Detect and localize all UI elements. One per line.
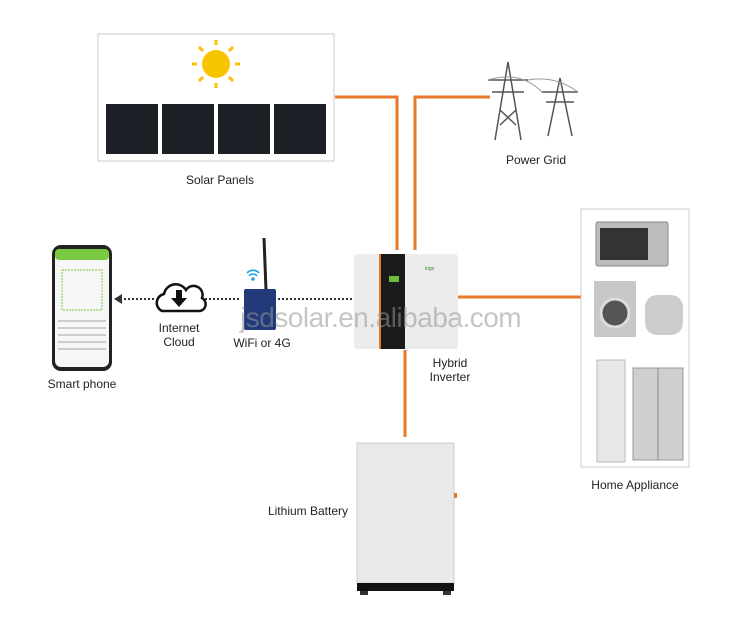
home-appliances-picture xyxy=(580,208,690,468)
inverter-logo: logo xyxy=(425,266,435,272)
lithium-battery-label: Lithium Battery xyxy=(267,504,349,518)
home-appliance-label: Home Appliance xyxy=(591,478,679,492)
arrow-left-icon xyxy=(114,294,122,304)
internet-cloud-line1: Internet xyxy=(158,321,200,335)
smart-phone-label: Smart phone xyxy=(47,377,117,391)
lithium-battery-picture xyxy=(356,442,457,595)
hybrid-inverter-line1: Hybrid xyxy=(432,356,468,370)
grid-to-inverter-line xyxy=(413,95,490,250)
internet-cloud-line2: Cloud xyxy=(163,335,195,349)
rice-cooker-icon xyxy=(645,295,683,335)
wifi-router-picture xyxy=(244,237,276,330)
power-lines xyxy=(335,95,581,437)
pv-modules xyxy=(106,104,326,154)
hybrid-inverter-line2: Inverter xyxy=(429,370,471,384)
solar-panels-label: Solar Panels xyxy=(185,173,255,187)
solar-panels-picture xyxy=(97,33,335,162)
sun-icon xyxy=(192,40,240,88)
air-conditioner-icon xyxy=(596,359,626,463)
power-tower-icon xyxy=(487,61,579,141)
wifi-icon xyxy=(246,269,260,281)
wifi-label: WiFi or 4G xyxy=(233,336,291,350)
internet-cloud-label: Internet Cloud xyxy=(148,321,210,349)
hybrid-inverter-picture: logo xyxy=(354,254,458,349)
cloud-download-icon xyxy=(155,283,207,313)
watermark: jsdsolar.en.alibaba.com xyxy=(240,302,522,333)
smartphone-picture xyxy=(52,245,112,371)
power-grid-label: Power Grid xyxy=(505,153,567,167)
solar-to-inverter-line xyxy=(335,95,399,250)
hybrid-inverter-label: Hybrid Inverter xyxy=(420,356,480,384)
